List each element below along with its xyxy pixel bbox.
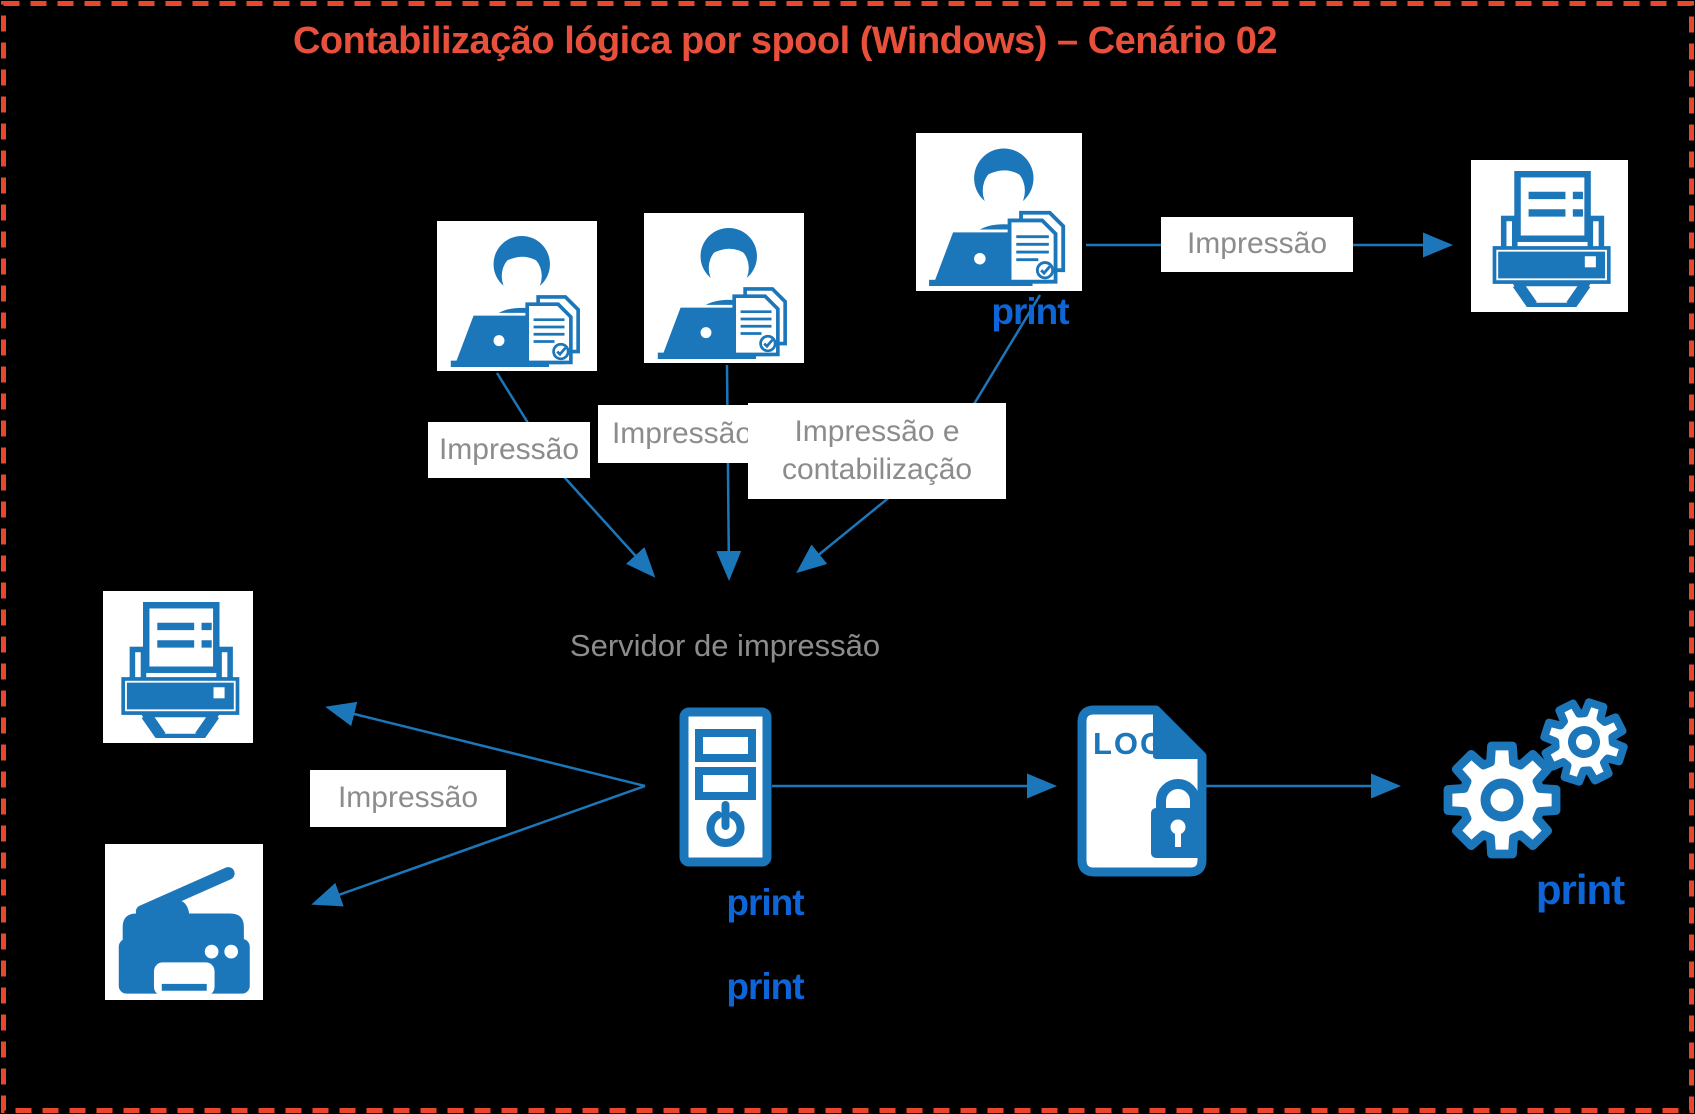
gears-icon xyxy=(1443,698,1628,859)
printer-left-node xyxy=(103,591,253,743)
user3-node xyxy=(916,133,1082,291)
server-tower-icon xyxy=(679,707,772,867)
log-file-label: LOG xyxy=(1093,726,1166,761)
user-laptop-document-icon xyxy=(921,138,1077,287)
page-title: Contabilização lógica por spool (Windows… xyxy=(292,20,1278,62)
printer-icon xyxy=(108,596,249,739)
print-logo: print xyxy=(991,291,1069,332)
flow-label-user3: Impressão e contabilização xyxy=(748,403,1006,499)
user1-node xyxy=(437,221,597,371)
flow-label-user1: Impressão xyxy=(428,422,590,478)
arrow-server-to-printer-left xyxy=(325,701,646,788)
user2-node xyxy=(644,213,804,363)
flow-label-user2: Impressão xyxy=(598,405,766,463)
server-caption: Servidor de impressão xyxy=(569,628,881,663)
mfp-left-node xyxy=(105,844,263,1000)
user-laptop-document-icon xyxy=(649,218,799,359)
print-logo: print xyxy=(726,966,804,1007)
multifunction-printer-icon xyxy=(118,866,250,996)
print-logo: print xyxy=(726,882,804,923)
padlock-icon xyxy=(1156,779,1200,810)
print-logo: print xyxy=(1535,866,1625,913)
arrow-user2-to-server xyxy=(716,364,742,581)
flow-label-left: Impressão xyxy=(310,770,506,827)
printer-icon xyxy=(1476,165,1624,308)
arrow-server-to-mfp-left xyxy=(311,784,646,907)
log-file-lock-icon: LOG xyxy=(1077,705,1207,877)
user-laptop-document-icon xyxy=(442,226,592,367)
flow-label-top: Impressão xyxy=(1161,217,1353,272)
printer-top-node xyxy=(1471,160,1628,312)
